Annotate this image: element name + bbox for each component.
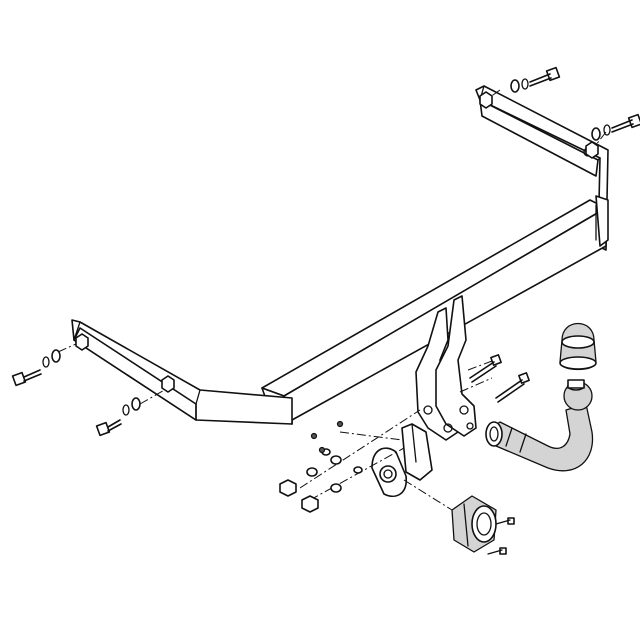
small-nut [336, 420, 344, 428]
small-nut [318, 446, 326, 454]
washer [591, 127, 601, 141]
tow-ball [563, 379, 593, 411]
washer [122, 404, 130, 416]
nuts [75, 91, 599, 513]
electrical-socket [451, 495, 497, 553]
bolt-top-1 [529, 66, 561, 87]
ball-cover-cap [559, 323, 597, 371]
washer [330, 455, 342, 465]
bolt-center-2 [495, 372, 530, 403]
nut [161, 375, 175, 393]
small-nut [310, 432, 318, 440]
bolt-top-2 [611, 113, 640, 133]
nut [279, 479, 297, 497]
nut [479, 91, 493, 109]
washer [51, 349, 61, 363]
washer [131, 397, 141, 411]
nut [585, 141, 599, 159]
bolts [11, 66, 640, 555]
bolt-left-1 [11, 369, 42, 387]
washer [306, 467, 318, 477]
left-bracket [71, 319, 293, 425]
nut [301, 495, 319, 513]
washer [353, 466, 363, 474]
washer [521, 78, 529, 90]
socket-plate [371, 423, 433, 498]
washers [42, 78, 611, 493]
center-mount-plates [415, 295, 477, 441]
screw-socket-1 [495, 517, 515, 525]
tow-ball-arm [485, 403, 594, 472]
screw-socket-2 [487, 547, 507, 555]
bolt-center-1 [469, 354, 502, 383]
bolt-left-2 [95, 419, 122, 437]
washer [42, 356, 50, 368]
washer [330, 483, 342, 493]
washer [510, 79, 520, 93]
washer [603, 124, 611, 136]
nut [75, 333, 89, 351]
